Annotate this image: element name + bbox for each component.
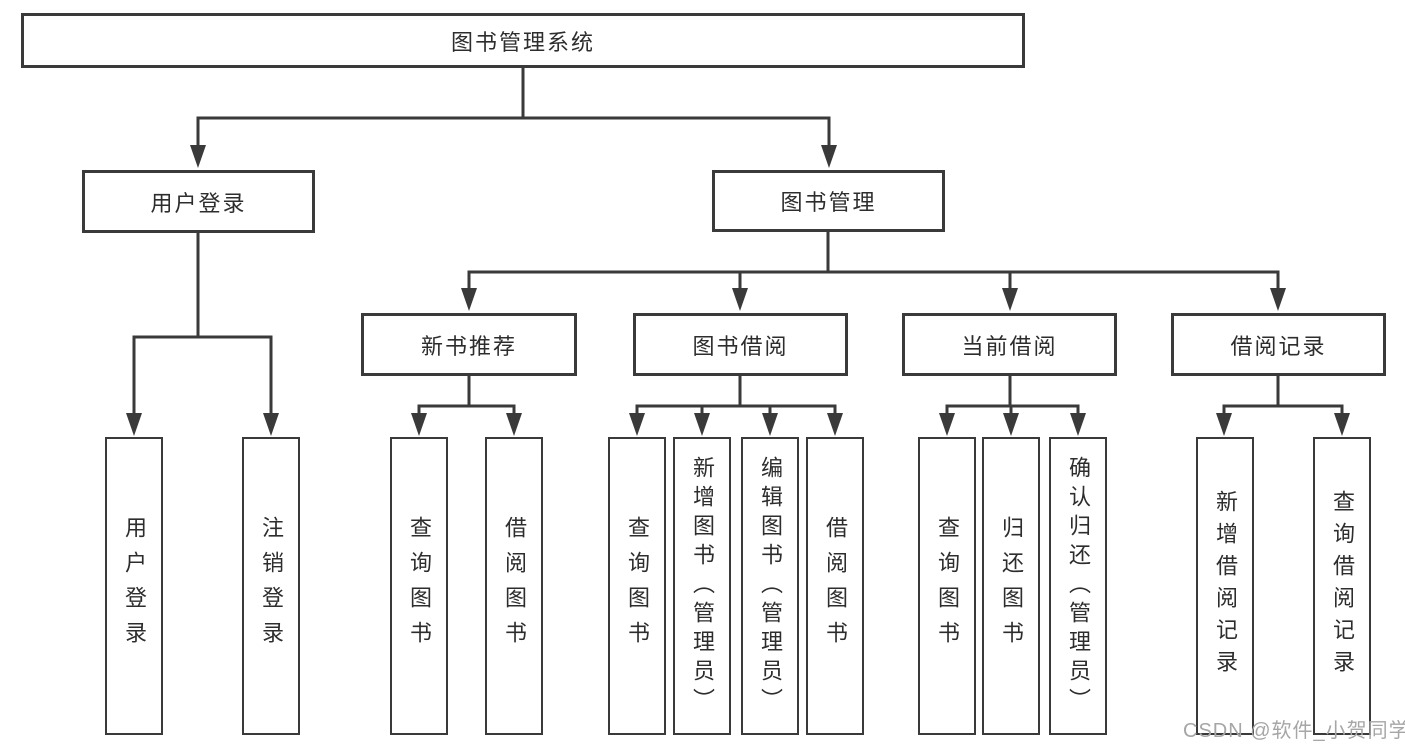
leaf-query-borrow-record-label: 查询借阅记录	[1330, 490, 1355, 682]
connector-root-to-level2	[190, 66, 837, 168]
node-borrowing-records-label: 借阅记录	[1230, 333, 1327, 359]
leaf-logout-login-label: 注销登录	[259, 516, 284, 656]
leaf-add-borrow-record: 新增借阅记录	[1196, 437, 1254, 735]
leaf-borrow-books-recommend: 借阅图书	[485, 437, 543, 735]
leaf-edit-books-admin-label: 编辑图书（管理员）	[758, 455, 783, 717]
leaf-user-login: 用户登录	[105, 437, 163, 735]
connector-borrow-records-children	[1216, 374, 1350, 436]
node-new-book-recommend-label: 新书推荐	[420, 333, 517, 359]
leaf-return-books: 归还图书	[982, 437, 1040, 735]
leaf-add-books-admin: 新增图书（管理员）	[673, 437, 731, 735]
leaf-confirm-return-admin: 确认归还（管理员）	[1049, 437, 1107, 735]
node-book-borrowing: 图书借阅	[633, 313, 848, 376]
connector-new-book-children	[411, 374, 522, 436]
leaf-borrow-books-label: 借阅图书	[823, 516, 848, 656]
leaf-add-books-admin-label: 新增图书（管理员）	[690, 455, 715, 717]
node-borrowing-records: 借阅记录	[1171, 313, 1386, 376]
node-user-login-label: 用户登录	[150, 190, 247, 216]
node-book-borrowing-label: 图书借阅	[692, 333, 789, 359]
connector-book-management-children	[461, 230, 1286, 311]
leaf-query-borrow-record: 查询借阅记录	[1313, 437, 1371, 735]
leaf-query-books-recommend-label: 查询图书	[407, 516, 432, 656]
leaf-logout-login: 注销登录	[242, 437, 300, 735]
leaf-query-books-current-label: 查询图书	[935, 516, 960, 656]
connector-current-borrow-children	[939, 374, 1086, 436]
leaf-return-books-label: 归还图书	[999, 516, 1024, 656]
leaf-add-borrow-record-label: 新增借阅记录	[1213, 490, 1238, 682]
connector-user-login-children	[126, 231, 279, 436]
leaf-query-books-recommend: 查询图书	[390, 437, 448, 735]
node-root-label: 图书管理系统	[450, 29, 595, 55]
node-current-borrowing: 当前借阅	[902, 313, 1117, 376]
node-new-book-recommend: 新书推荐	[361, 313, 577, 376]
leaf-user-login-label: 用户登录	[122, 516, 147, 656]
leaf-borrow-books: 借阅图书	[806, 437, 864, 735]
leaf-query-books-current: 查询图书	[918, 437, 976, 735]
leaf-query-books-borrow: 查询图书	[608, 437, 666, 735]
node-current-borrowing-label: 当前借阅	[961, 333, 1058, 359]
node-book-management-label: 图书管理	[780, 190, 877, 215]
connector-book-borrow-children	[629, 374, 843, 436]
node-user-login: 用户登录	[82, 170, 315, 233]
leaf-edit-books-admin: 编辑图书（管理员）	[741, 437, 799, 735]
leaf-confirm-return-admin-label: 确认归还（管理员）	[1066, 455, 1091, 717]
node-root: 图书管理系统	[21, 13, 1025, 68]
csdn-watermark: CSDN @软件_小贺同学	[1183, 720, 1405, 742]
leaf-query-books-borrow-label: 查询图书	[625, 516, 650, 656]
node-book-management: 图书管理	[712, 170, 945, 232]
leaf-borrow-books-recommend-label: 借阅图书	[502, 516, 527, 656]
